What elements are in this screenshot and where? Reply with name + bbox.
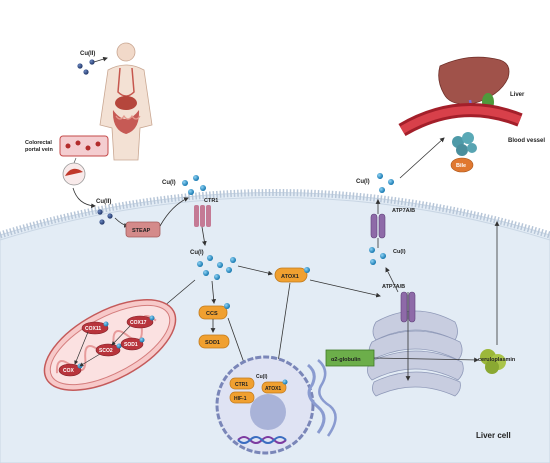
svg-text:COX11: COX11 [85, 326, 101, 332]
cu1-ion-cluster-outside [182, 175, 206, 195]
cu1-ion-cluster-inside [197, 255, 236, 280]
ceruloplasmin-protein [480, 349, 506, 374]
atp7ab-golgi-transporter [400, 291, 416, 323]
a2-globulin-label: α2-globulin [331, 357, 361, 363]
svg-text:COX: COX [63, 368, 75, 374]
golgi-apparatus [367, 310, 464, 397]
mito-cox11: COX11 [81, 321, 109, 335]
sod1-protein [198, 334, 230, 349]
cu1-inside-label: Cu(I) [190, 250, 204, 256]
portal-vein-illustration [59, 135, 109, 157]
mito-sod1: SOD1 [120, 337, 145, 351]
steap-protein [125, 221, 161, 238]
cu2-ion-cluster-top [77, 59, 95, 75]
steap-label: STEAP [132, 228, 151, 234]
bile-label: Bile [456, 163, 466, 169]
mito-cox17: COX17 [126, 315, 155, 329]
atp7ab-membrane-transporter [370, 213, 386, 239]
atox1-protein [274, 267, 308, 283]
cu2-ion-cluster-bottom [97, 209, 113, 225]
cu1-golgi-label: Cu(I) [393, 249, 406, 255]
liver-cell-body [0, 192, 550, 463]
mito-cox: COX [58, 363, 83, 377]
ctr1-label: CTR1 [204, 198, 218, 204]
cu2-top-label: Cu(II) [80, 51, 95, 57]
colorectal-label-1: Colorectal [25, 140, 52, 146]
nuc-hif1-protein [229, 391, 255, 404]
cell-membrane [0, 189, 550, 239]
arrow-to-body [93, 56, 108, 63]
nuc-cu1-label: Cu(I) [256, 374, 268, 380]
human-body-illustration [99, 42, 153, 161]
bile-badge [450, 157, 474, 173]
nucleus [215, 355, 315, 455]
cu1-ion-cluster-blood [377, 173, 394, 193]
blood-vessel-label: Blood vessel [508, 138, 545, 144]
svg-text:COX17: COX17 [130, 320, 147, 326]
cu1-blood-label: Cu(I) [356, 179, 370, 185]
atp7ab-golgi-label: ATP7A/B [382, 284, 405, 290]
atp7ab-membrane-label: ATP7A/B [392, 208, 415, 214]
ccs-label: CCS [206, 311, 218, 317]
bile-protein-cluster [452, 132, 477, 156]
nuc-atox1-protein [261, 381, 287, 394]
nuc-atox1-label: ATOX1 [265, 386, 281, 392]
svg-text:SOD1: SOD1 [124, 342, 138, 348]
arrow-to-cu2 [72, 187, 96, 209]
nuc-ctr1-label: CTR1 [235, 382, 248, 388]
atox1-label: ATOX1 [281, 274, 299, 280]
mito-sco2: SCO2 [95, 343, 122, 357]
svg-text:SCO2: SCO2 [99, 348, 113, 354]
nuc-ctr1-protein [229, 377, 255, 390]
endoplasmic-reticulum [307, 359, 337, 437]
liver-label: Liver [510, 92, 525, 98]
sod1-label: SOD1 [205, 340, 220, 346]
cu2-bottom-label: Cu(II) [96, 199, 111, 205]
colorectal-label-2: portal vein [25, 147, 53, 153]
ctr1-transporter [194, 205, 211, 227]
nuc-hif1-label: HIF-1 [234, 396, 247, 402]
ceruloplasmin-label: ceruloplasmin [478, 357, 516, 363]
cu1-outside-label: Cu(I) [162, 180, 176, 186]
cu1-ion-cluster-membrane [369, 247, 386, 265]
liver-cell-label: Liver cell [476, 431, 511, 440]
